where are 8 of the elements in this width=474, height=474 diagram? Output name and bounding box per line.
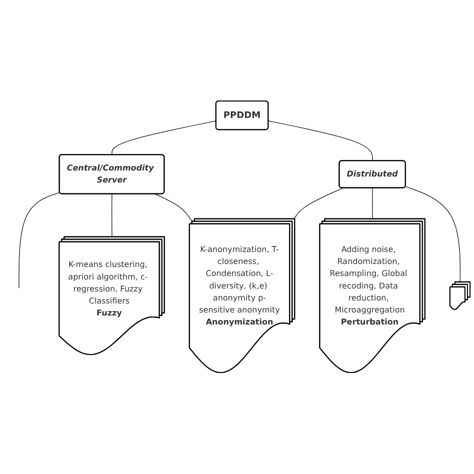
connector: [294, 188, 344, 220]
connector: [405, 186, 461, 283]
connector: [112, 120, 217, 156]
connector: [18, 192, 60, 289]
connector: [111, 194, 112, 238]
connector: [372, 188, 373, 220]
connector: [268, 120, 373, 162]
connector: [154, 194, 193, 222]
